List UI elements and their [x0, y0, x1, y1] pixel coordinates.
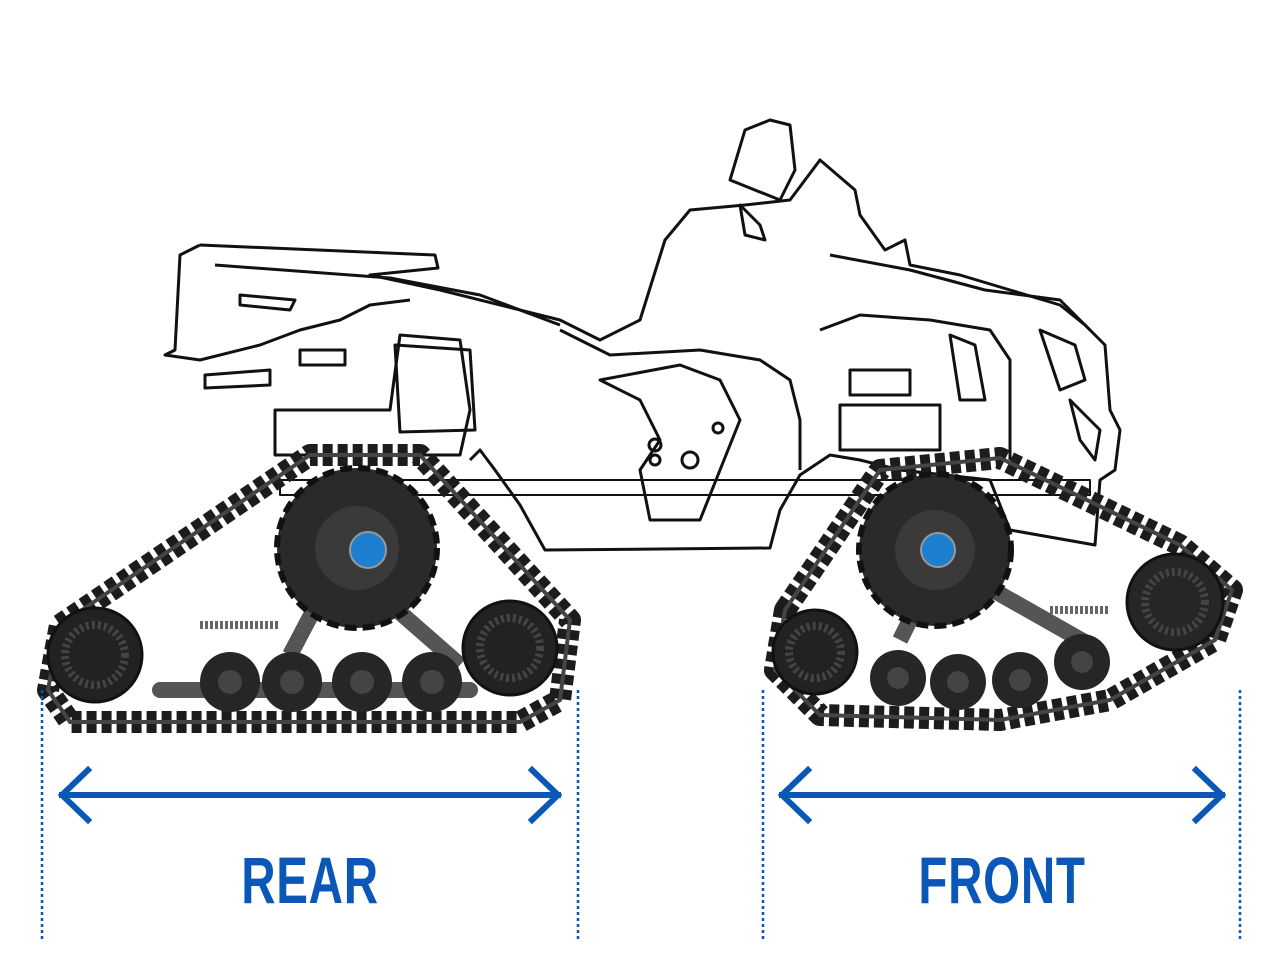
front-label: FRONT — [918, 843, 1086, 917]
camso-hub-logo — [920, 532, 956, 568]
dimension-guides — [40, 690, 1242, 942]
camso-hub-logo — [349, 531, 387, 569]
rear-label: REAR — [241, 843, 379, 917]
atv-outline — [163, 118, 1122, 552]
front-track-system — [764, 447, 1243, 731]
rear-width-arrow — [57, 765, 563, 825]
front-width-arrow — [777, 765, 1227, 825]
rear-track-system — [37, 444, 581, 733]
